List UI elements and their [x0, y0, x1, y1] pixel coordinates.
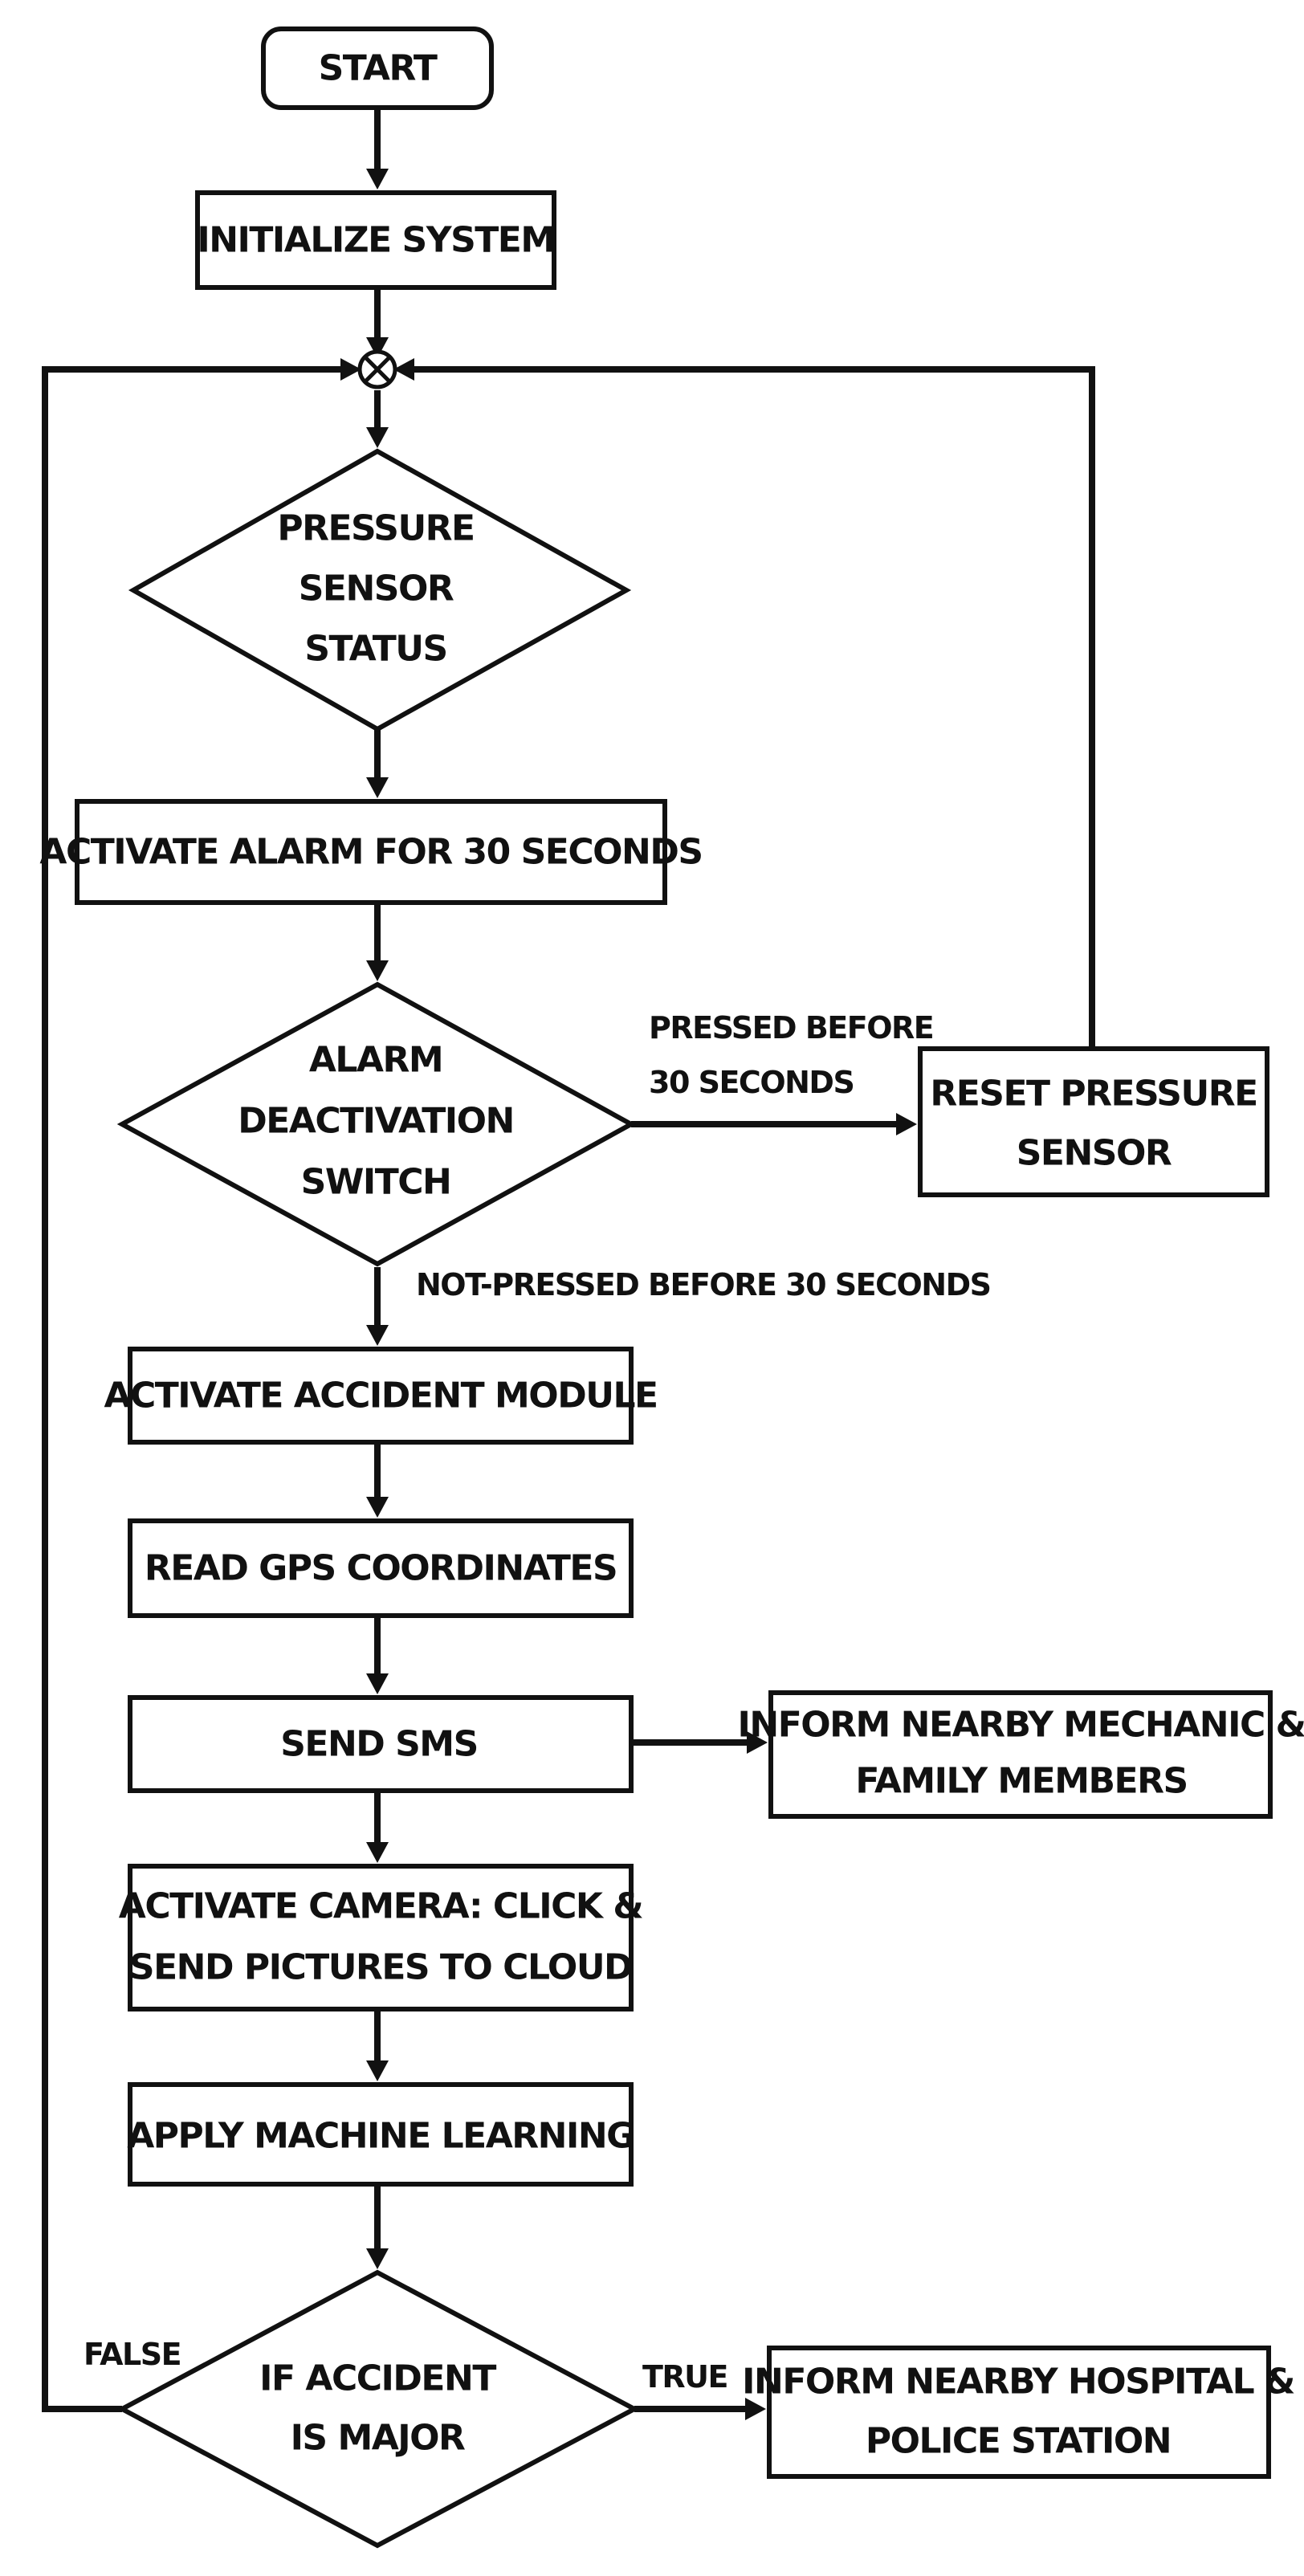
- read-gps-coordinates-label: READ GPS COORDINATES: [145, 1548, 617, 1589]
- send-sms-label: SEND SMS: [280, 1724, 478, 1765]
- deactivation-switch-label-line-2: DEACTIVATION: [238, 1101, 514, 1142]
- arrowhead: [366, 169, 389, 190]
- arrowhead: [366, 1673, 389, 1694]
- pressure-sensor-label-line-1: PRESSURE: [277, 508, 474, 549]
- if-accident-major-decision: IF ACCIDENT IS MAJOR: [116, 2269, 640, 2549]
- apply-machine-learning-box: APPLY MACHINE LEARNING: [127, 2082, 635, 2187]
- arrowhead: [366, 960, 389, 981]
- pressed-before-label-line-1: PRESSED BEFORE: [649, 1010, 933, 1045]
- pressure-sensor-label-line-3: STATUS: [304, 629, 446, 670]
- activate-alarm-label: ACTIVATE ALARM FOR 30 SECONDS: [39, 832, 702, 873]
- activate-camera-box: ACTIVATE CAMERA: CLICK & SEND PICTURES T…: [119, 1864, 644, 2011]
- pressure-sensor-label-line-2: SENSOR: [299, 569, 454, 609]
- inform-hospital-label-line-1: INFORM NEARBY HOSPITAL &: [742, 2362, 1294, 2403]
- junction-circle: [357, 349, 397, 389]
- true-label: TRUE: [642, 2359, 727, 2395]
- if-accident-label-line-2: IS MAJOR: [291, 2418, 465, 2459]
- arrowhead: [366, 1842, 389, 1863]
- arrowhead: [366, 1325, 389, 1346]
- reset-pressure-sensor-box: RESET PRESSURE SENSOR: [918, 1046, 1269, 1197]
- deactivation-switch-decision: ALARM DEACTIVATION SWITCH: [116, 981, 637, 1267]
- initialize-system-label: INITIALIZE SYSTEM: [197, 220, 554, 261]
- deactivation-switch-label-line-1: ALARM: [309, 1040, 442, 1081]
- pressure-sensor-decision: PRESSURE SENSOR STATUS: [128, 448, 632, 732]
- inform-hospital-police-box: INFORM NEARBY HOSPITAL & POLICE STATION: [742, 2346, 1295, 2479]
- initialize-system-box: INITIALIZE SYSTEM: [195, 190, 556, 290]
- apply-machine-learning-label: APPLY MACHINE LEARNING: [127, 2116, 634, 2157]
- inform-mechanic-label-line-2: FAMILY MEMBERS: [855, 1761, 1187, 1802]
- inform-mechanic-label-line-1: INFORM NEARBY MECHANIC &: [738, 1705, 1304, 1746]
- activate-accident-module-box: ACTIVATE ACCIDENT MODULE: [104, 1347, 658, 1445]
- reset-pressure-sensor-label-line-1: RESET PRESSURE: [930, 1074, 1257, 1115]
- arrowhead: [366, 1497, 389, 1518]
- connectors: [42, 108, 1095, 2420]
- arrowhead: [745, 2398, 766, 2420]
- send-sms-box: SEND SMS: [128, 1695, 634, 1793]
- arrowhead: [366, 2060, 389, 2081]
- start-node: START: [261, 26, 494, 110]
- edge-false-loop-to-junction: [42, 366, 340, 2412]
- activate-camera-label-line-2: SEND PICTURES TO CLOUD: [129, 1947, 632, 1988]
- arrowhead: [896, 1113, 917, 1135]
- edge-labels: PRESSED BEFORE 30 SECONDS NOT-PRESSED BE…: [84, 1010, 992, 2395]
- deactivation-switch-label-line-3: SWITCH: [301, 1162, 451, 1203]
- activate-alarm-box: ACTIVATE ALARM FOR 30 SECONDS: [39, 799, 703, 905]
- not-pressed-label: NOT-PRESSED BEFORE 30 SECONDS: [416, 1267, 991, 1302]
- inform-mechanic-family-box: INFORM NEARBY MECHANIC & FAMILY MEMBERS: [738, 1690, 1304, 1819]
- reset-pressure-sensor-label-line-2: SENSOR: [1017, 1133, 1172, 1174]
- arrowhead: [366, 2248, 389, 2269]
- edge-reset-to-junction: [414, 366, 1095, 1049]
- arrowhead: [747, 1731, 768, 1754]
- arrowhead: [366, 777, 389, 798]
- read-gps-coordinates-box: READ GPS COORDINATES: [128, 1518, 634, 1618]
- false-label: FALSE: [84, 2337, 181, 2372]
- inform-hospital-label-line-2: POLICE STATION: [866, 2421, 1171, 2462]
- start-label: START: [319, 48, 438, 89]
- arrowhead: [340, 358, 361, 381]
- activate-camera-label-line-1: ACTIVATE CAMERA: CLICK &: [119, 1886, 643, 1927]
- arrowhead: [393, 358, 414, 381]
- activate-accident-module-label: ACTIVATE ACCIDENT MODULE: [104, 1376, 657, 1416]
- arrowhead: [366, 427, 389, 448]
- arrowhead: [366, 337, 389, 358]
- pressed-before-label-line-2: 30 SECONDS: [649, 1065, 854, 1100]
- if-accident-label-line-1: IF ACCIDENT: [259, 2358, 496, 2399]
